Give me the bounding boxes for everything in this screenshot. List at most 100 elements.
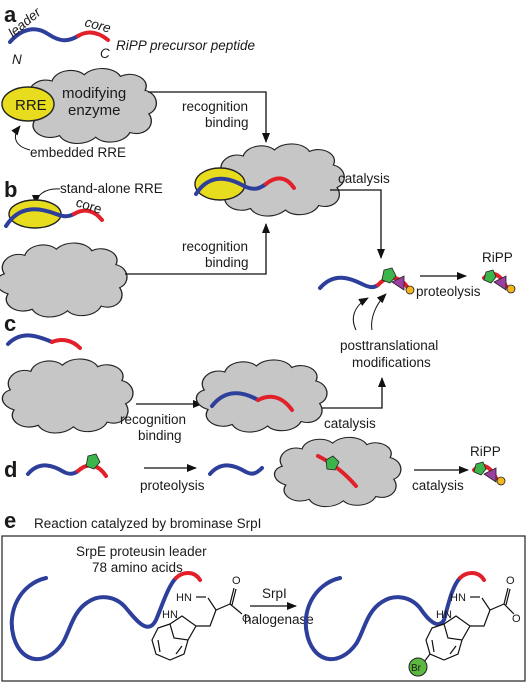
bond-side-chain bbox=[196, 609, 217, 627]
recognition-arrow-a bbox=[148, 91, 270, 143]
bromine-label: Br bbox=[411, 663, 422, 674]
indole-nh-label-2: HN bbox=[436, 609, 452, 621]
proteolysis-label-d: proteolysis bbox=[140, 478, 205, 493]
indole-benzene-ring bbox=[151, 623, 189, 661]
panel-label-e: e bbox=[4, 508, 16, 533]
ripp-d-yellow-circle bbox=[496, 476, 506, 486]
c-complex-leader bbox=[210, 391, 260, 408]
indole-double-bonds bbox=[157, 639, 183, 655]
e-substrate-core bbox=[174, 571, 202, 582]
c-core bbox=[50, 338, 82, 350]
b-enzyme-cloud bbox=[0, 242, 128, 318]
carbonyl-o-label-1: O bbox=[232, 575, 241, 587]
recognition-arrow-b bbox=[125, 223, 270, 275]
panel-c: c recognition binding catalysis bbox=[1, 311, 386, 443]
tryptophan-structure bbox=[151, 587, 243, 661]
e-product-leader bbox=[303, 576, 462, 662]
panel-a: a leader core N C RiPP precursor peptide… bbox=[1, 2, 390, 259]
panel-label-d: d bbox=[4, 457, 17, 482]
complex-core bbox=[264, 176, 296, 190]
c-complex-core bbox=[256, 394, 294, 412]
carbonyl-o-label-2: O bbox=[506, 575, 515, 587]
leader-label-line1: SrpE proteusin leader bbox=[76, 544, 207, 559]
panel-label-a: a bbox=[4, 2, 17, 27]
indole-benzene-ring-2 bbox=[425, 623, 463, 661]
core-label: core bbox=[83, 14, 112, 35]
bond-carbonyl-o bbox=[229, 587, 235, 605]
embedded-rre-label: embedded RRE bbox=[30, 145, 126, 160]
modified-peptide-center: posttranslational modifications proteoly… bbox=[318, 250, 516, 370]
d-leader bbox=[26, 463, 80, 476]
catalysis-label-a: catalysis bbox=[338, 171, 390, 186]
n-terminus-label: N bbox=[12, 52, 22, 67]
complex-leader bbox=[194, 176, 268, 196]
enzyme-name-label: SrpI bbox=[262, 586, 287, 601]
ripp-label-d: RiPP bbox=[470, 444, 501, 459]
enzyme-label-line2: enzyme bbox=[68, 102, 121, 119]
rre-domain bbox=[1, 86, 55, 122]
amine-label-1: HN bbox=[176, 592, 192, 604]
ptm-purple-triangle bbox=[391, 275, 405, 291]
d-free-leader bbox=[208, 463, 264, 476]
c-leader bbox=[6, 333, 54, 346]
ptm-label-line1: posttranslational bbox=[340, 338, 438, 353]
carboxylate-o-label-1: O bbox=[242, 613, 251, 625]
precursor-peptide-label: RiPP precursor peptide bbox=[116, 38, 255, 53]
e-product-core bbox=[458, 571, 486, 582]
bond-side-chain-2 bbox=[470, 609, 491, 627]
recognition-label-b: recognition bbox=[182, 239, 248, 254]
catalysis-arrow-a bbox=[330, 189, 385, 259]
leader-label-line2: 78 amino acids bbox=[92, 560, 183, 575]
ripp-label-center: RiPP bbox=[482, 250, 513, 265]
ptm-green-pentagon bbox=[381, 267, 397, 284]
ptm-pointer-1 bbox=[352, 297, 369, 331]
c-complex-cloud bbox=[195, 359, 328, 433]
ripp-yellow-circle bbox=[506, 284, 516, 294]
complex-rre-domain bbox=[194, 167, 246, 201]
panel-e: e Reaction catalyzed by brominase SrpI S… bbox=[1, 508, 526, 682]
carboxylate-o-label-2: O bbox=[512, 613, 521, 625]
panel-d: d proteolysis catalysis RiPP bbox=[4, 436, 506, 508]
recognition-label-c: recognition bbox=[120, 412, 186, 427]
ripp-d-purple-triangle bbox=[483, 467, 497, 483]
bromine-atom bbox=[408, 657, 428, 677]
bond-carbonyl-o-double-2 bbox=[505, 588, 511, 606]
d-enzyme-green-pentagon bbox=[325, 455, 340, 471]
bond-carbonyl-o-2 bbox=[503, 587, 509, 605]
b-leader bbox=[4, 207, 76, 228]
panel-b: b stand-alone RRE core recognition bindi… bbox=[0, 177, 270, 318]
standalone-rre-label: stand-alone RRE bbox=[60, 181, 163, 196]
rre-label: RRE bbox=[15, 97, 47, 114]
d-enzyme-cloud bbox=[273, 436, 402, 508]
amine-label-2: HN bbox=[450, 592, 466, 604]
proteolysis-label-center: proteolysis bbox=[416, 284, 481, 299]
ripp-green-pentagon bbox=[483, 269, 497, 284]
e-substrate-leader bbox=[9, 576, 178, 662]
d-core-in-enzyme bbox=[316, 454, 358, 488]
enzyme-type-label: halogenase bbox=[244, 612, 314, 627]
d-green-pentagon bbox=[85, 453, 101, 470]
panel-label-b: b bbox=[4, 177, 17, 202]
bond-carbonyl-o-double bbox=[231, 588, 237, 606]
bond-alpha-carbonyl-2 bbox=[481, 597, 505, 611]
leader-peptide bbox=[8, 27, 80, 44]
binding-label-b: binding bbox=[205, 255, 249, 270]
catalysis-label-c: catalysis bbox=[324, 416, 376, 431]
indole-nh-label-1: HN bbox=[162, 609, 178, 621]
recognition-label-a: recognition bbox=[182, 99, 248, 114]
core-peptide bbox=[76, 30, 110, 42]
reaction-title: Reaction catalyzed by brominase SrpI bbox=[34, 516, 261, 531]
ptm-label-line2: modifications bbox=[352, 355, 431, 370]
binding-label-a: binding bbox=[205, 115, 249, 130]
ripp-d-green-pentagon bbox=[473, 461, 487, 476]
indole-pyrrole-ring bbox=[169, 615, 197, 641]
enzyme-label-line1: modifying bbox=[62, 85, 126, 102]
catalysis-label-d: catalysis bbox=[412, 478, 464, 493]
bond-carboxylate-2 bbox=[503, 603, 515, 615]
reaction-box bbox=[1, 535, 526, 682]
bond-alpha-carbonyl bbox=[207, 597, 231, 611]
bond-carboxylate bbox=[229, 603, 243, 615]
catalysis-arrow-c bbox=[322, 377, 386, 409]
c-terminus-label: C bbox=[100, 46, 110, 61]
